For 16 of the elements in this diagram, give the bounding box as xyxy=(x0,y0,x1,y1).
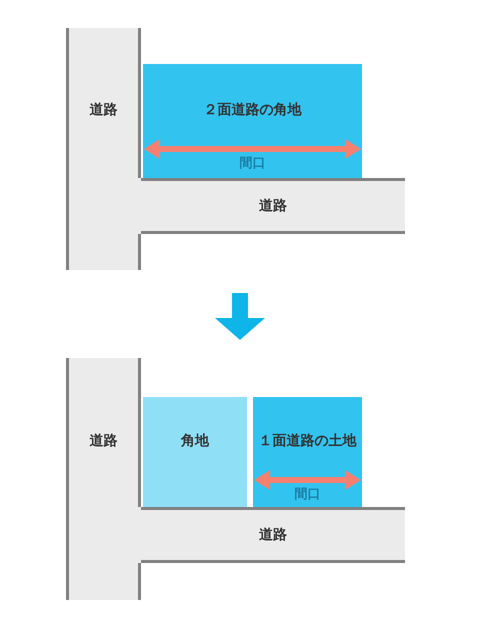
lot-area xyxy=(143,397,247,507)
road-label: 道路 xyxy=(90,101,118,119)
road-area xyxy=(141,507,405,563)
lot-area xyxy=(253,397,362,507)
lot-label: ２面道路の角地 xyxy=(204,101,302,119)
dimension-label: 間口 xyxy=(294,486,320,504)
dimension-label: 間口 xyxy=(240,155,266,173)
road-area xyxy=(141,178,405,234)
road-label: 道路 xyxy=(259,526,287,544)
road-area xyxy=(66,28,141,270)
lot-area xyxy=(143,64,362,178)
road-area xyxy=(66,358,141,600)
road-label: 道路 xyxy=(90,432,118,450)
road-label: 道路 xyxy=(259,197,287,215)
lot-label: 角地 xyxy=(181,432,209,450)
lot-label: １面道路の土地 xyxy=(258,432,356,450)
